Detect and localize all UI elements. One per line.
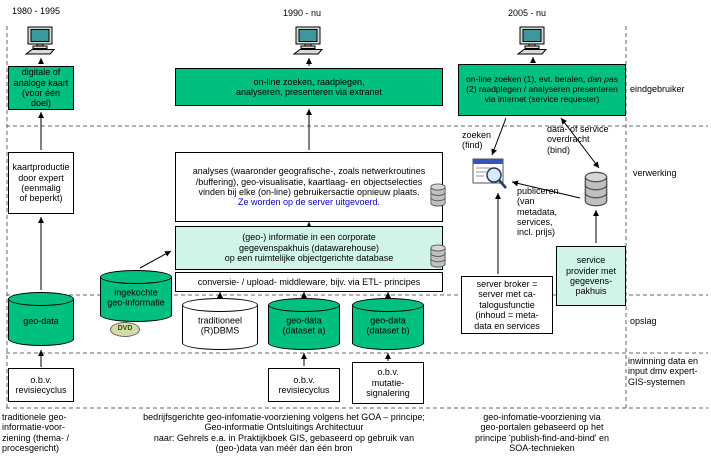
era-label-1980: 1980 - 1995 (12, 6, 61, 16)
geodata-cylinder-label: geo-data (23, 315, 59, 326)
bind-label: data- of service overdracht (bind) (547, 124, 609, 155)
era-label-1990: 1990 - nu (283, 8, 322, 18)
rdbms-cylinder: traditioneel (R)DBMS (182, 298, 258, 350)
publish-label: publiceren (van metadata, services, incl… (517, 186, 559, 238)
service-provider-box: service provider met gegevens- pakhuis (556, 246, 626, 306)
service-requester-label: on-line zoeken (1), evt. betalen, dan pa… (466, 74, 618, 104)
search-window-icon (472, 158, 508, 192)
rdbms-cylinder-label: traditioneel (R)DBMS (197, 315, 243, 336)
revision-cycle-label-left: o.b.v. revisiecyclus (15, 374, 67, 395)
row-label-processing: verwerking (633, 168, 677, 178)
digital-map-box: digitale of analoge kaart (voor één doel… (8, 66, 74, 110)
dvd-label: DVD (117, 325, 133, 333)
online-extranet-label: on-line zoeken, raadplegen, analyseren, … (235, 76, 383, 97)
map-production-label: kaartproductie door expert (eenmalig of … (12, 162, 70, 204)
revision-cycle-box-left: o.b.v. revisiecyclus (8, 368, 74, 402)
etl-middleware-box: conversie- / upload- middleware, bijv. v… (175, 272, 443, 292)
geodata-dataset-a-cylinder: geo-data (dataset a) (268, 298, 340, 350)
purchased-geoinfo-label: ingekochte geo-informatie (107, 287, 165, 308)
emphasis-dan-pas: dan pas (587, 74, 618, 85)
purchased-geoinfo-cylinder: ingekochte geo-informatie (100, 270, 172, 322)
caption-goa: bedrijfsgerichte geo-infomatie-voorzieni… (143, 412, 425, 454)
server-database-icon (430, 182, 446, 210)
computer-icon (516, 26, 550, 58)
mutation-signal-box: o.b.v. mutatie- signalering (352, 362, 424, 404)
find-label: zoeken (find) (462, 130, 492, 151)
row-label-acquisition: inwinning data en input dmv expert- GIS-… (628, 356, 699, 387)
online-extranet-box: on-line zoeken, raadplegen, analyseren, … (175, 68, 443, 106)
revision-cycle-label-middle: o.b.v. revisiecyclus (278, 374, 330, 395)
server-broker-box: server broker = server met ca- talogusfu… (461, 276, 553, 334)
server-broker-label: server broker = server met ca- talogusfu… (474, 279, 540, 331)
geodata-dataset-a-label: geo-data (dataset a) (282, 315, 326, 336)
service-requester-box: on-line zoeken (1), evt. betalen, dan pa… (458, 64, 626, 116)
row-label-end-user: eindgebruiker (630, 84, 685, 94)
analyses-box: analyses (waaronder geografische-, zoals… (175, 152, 443, 222)
datawarehouse-label: (geo-) informatie in een corporate gegev… (224, 232, 394, 264)
geodata-dataset-b-label: geo-data (dataset b) (366, 315, 410, 336)
analyses-server-note: Ze worden op de server uitgevoerd. (237, 197, 381, 208)
geodata-cylinder: geo-data (8, 292, 74, 346)
caption-traditional: traditionele geo- informatie-voor- zieni… (2, 412, 70, 454)
dvd-icon: DVD (110, 322, 140, 337)
geodata-dataset-b-cylinder: geo-data (dataset b) (352, 298, 424, 350)
computer-icon (24, 26, 58, 58)
analyses-label: analyses (waaronder geografische-, zoals… (192, 166, 426, 197)
mutation-signal-label: o.b.v. mutatie- signalering (366, 367, 410, 399)
etl-middleware-label: conversie- / upload- middleware, bijv. v… (197, 276, 421, 287)
server-database-icon (584, 170, 608, 210)
digital-map-label: digitale of analoge kaart (voor één doel… (13, 67, 69, 109)
map-production-box: kaartproductie door expert (eenmalig of … (8, 152, 74, 214)
computer-icon (292, 26, 326, 58)
datawarehouse-box: (geo-) informatie in een corporate gegev… (175, 226, 443, 270)
service-provider-label: service provider met gegevens- pakhuis (565, 255, 617, 297)
server-database-icon (430, 243, 446, 271)
caption-soa: geo-infomatie-voorziening via geo-portal… (474, 412, 610, 454)
row-label-storage: opslag (630, 316, 657, 326)
revision-cycle-box-middle: o.b.v. revisiecyclus (268, 368, 340, 402)
era-label-2005: 2005 - nu (508, 8, 547, 18)
